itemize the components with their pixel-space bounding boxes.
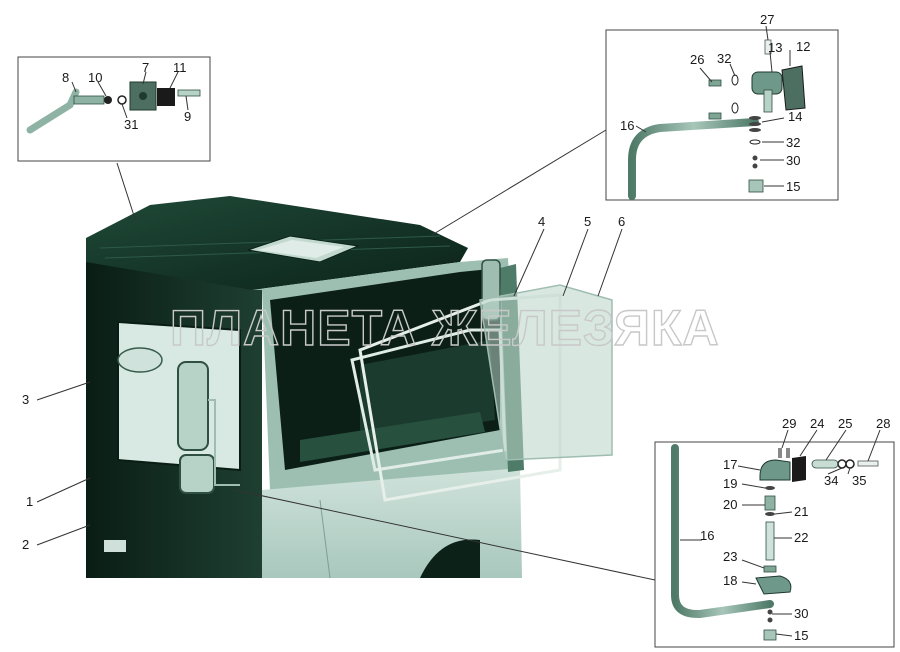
label-18: 18 xyxy=(723,573,737,588)
label-14: 14 xyxy=(788,109,802,124)
washer-19 xyxy=(765,486,775,490)
bushing-23 xyxy=(763,565,777,573)
label-17: 17 xyxy=(723,457,737,472)
small-mirror xyxy=(117,347,163,373)
label-23: 23 xyxy=(723,549,737,564)
cap-15-lower xyxy=(763,629,777,641)
label-26: 26 xyxy=(690,52,704,67)
label-28: 28 xyxy=(876,416,890,431)
label-13: 13 xyxy=(768,40,782,55)
label-15-bottom: 15 xyxy=(794,628,808,643)
label-27: 27 xyxy=(760,12,774,27)
plate-12 xyxy=(781,65,806,111)
handrail-16-upper xyxy=(628,118,759,200)
label-29: 29 xyxy=(782,416,796,431)
plate-24 xyxy=(792,456,806,482)
label-6: 6 xyxy=(618,214,625,229)
washers-14 xyxy=(749,116,761,120)
label-16-top: 16 xyxy=(620,118,634,133)
bolt-28 xyxy=(857,460,879,467)
glass-panes xyxy=(350,284,613,502)
nuts-30-lower xyxy=(767,609,773,615)
label-1: 1 xyxy=(26,494,33,509)
screw-26b xyxy=(708,112,722,120)
cab-assembly xyxy=(86,196,524,579)
label-32-top: 32 xyxy=(717,51,731,66)
label-11: 11 xyxy=(173,60,187,75)
door-handle xyxy=(104,540,126,552)
rod-end-8 xyxy=(73,95,105,105)
gasket-11 xyxy=(157,88,175,106)
label-5: 5 xyxy=(584,214,591,229)
label-24: 24 xyxy=(810,416,824,431)
pin-22 xyxy=(765,521,775,561)
label-20: 20 xyxy=(723,497,737,512)
handrail-16-lower xyxy=(671,444,774,619)
detail-box-handle: 8 10 7 11 31 9 xyxy=(17,56,211,162)
label-16-bottom: 16 xyxy=(700,528,714,543)
label-25: 25 xyxy=(838,416,852,431)
label-30-top: 30 xyxy=(786,153,800,168)
label-8: 8 xyxy=(62,70,69,85)
label-4: 4 xyxy=(538,214,545,229)
label-30-bottom: 30 xyxy=(794,606,808,621)
detail-box-upper-hinge: 27 13 12 26 32 14 16 32 30 15 xyxy=(605,12,839,201)
label-22: 22 xyxy=(794,530,808,545)
glass-6 xyxy=(479,284,613,461)
nuts-30-upper xyxy=(752,155,758,161)
cap-15-upper xyxy=(748,179,764,193)
label-34: 34 xyxy=(824,473,838,488)
label-35: 35 xyxy=(852,473,866,488)
label-19: 19 xyxy=(723,476,737,491)
bracket-18 xyxy=(755,575,792,595)
hinge-17 xyxy=(759,459,791,481)
label-21: 21 xyxy=(794,504,808,519)
label-32-lower: 32 xyxy=(786,135,800,150)
washer-32-lower xyxy=(749,139,761,145)
label-7: 7 xyxy=(142,60,149,75)
washer-10 xyxy=(104,96,112,104)
spring-20 xyxy=(764,495,776,511)
detail-box-lower-hinge: 29 24 25 28 17 19 20 21 22 16 23 18 34 3… xyxy=(654,416,895,648)
leader-lines xyxy=(36,129,656,581)
main-mirror xyxy=(177,361,209,451)
lower-mirror xyxy=(179,454,215,494)
label-31: 31 xyxy=(124,117,138,132)
label-2: 2 xyxy=(22,537,29,552)
label-3: 3 xyxy=(22,392,29,407)
washer-21 xyxy=(765,512,775,516)
label-15-top: 15 xyxy=(786,179,800,194)
label-10: 10 xyxy=(88,70,102,85)
screw-26a xyxy=(708,79,722,87)
watermark: ПЛАНЕТА ЖЕЛЕЗЯКА xyxy=(170,300,720,356)
label-12: 12 xyxy=(796,39,810,54)
sleeve-25 xyxy=(811,459,839,469)
bolt-9 xyxy=(177,89,201,97)
screws-29 xyxy=(778,448,782,458)
label-9: 9 xyxy=(184,109,191,124)
